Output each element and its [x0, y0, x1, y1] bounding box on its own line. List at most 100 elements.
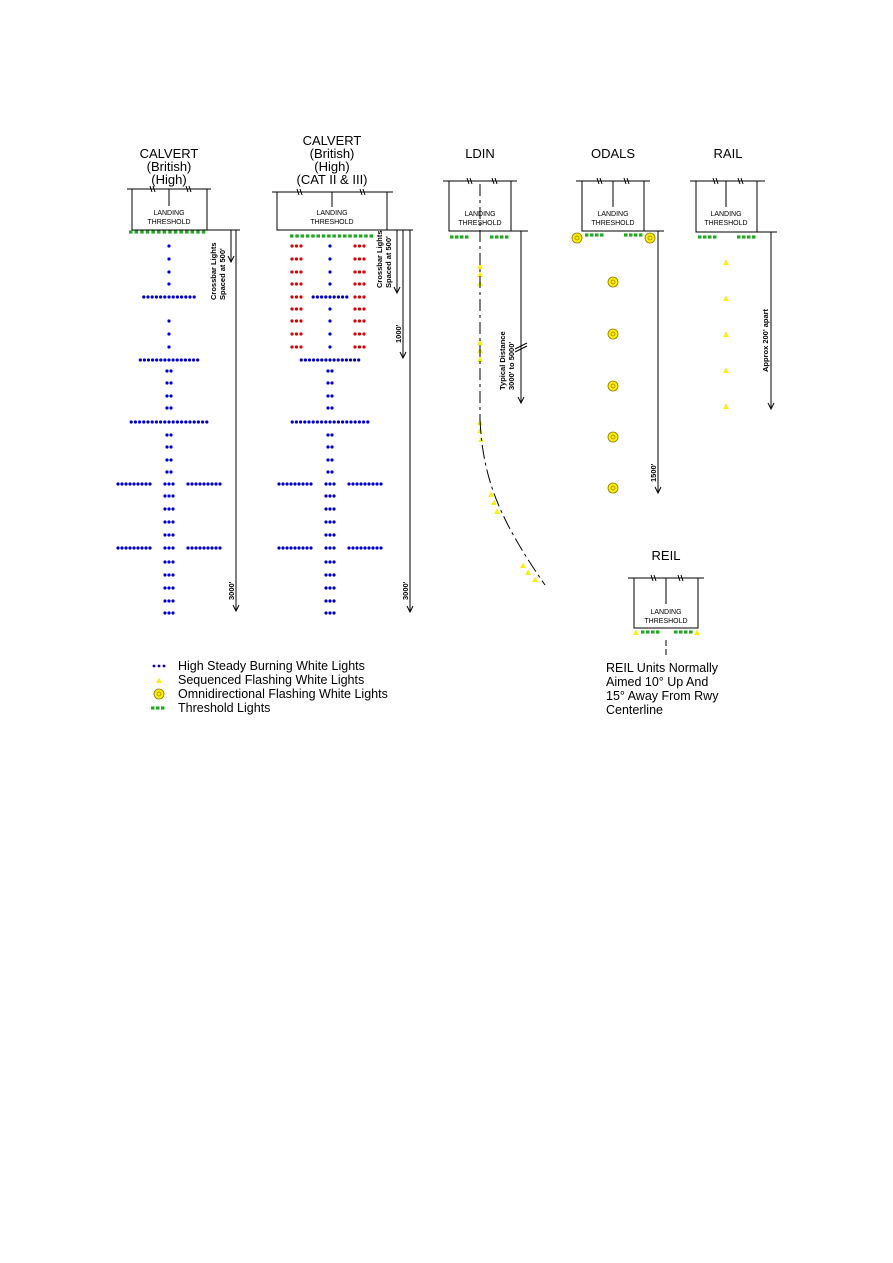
calvert2-runway-box [272, 188, 393, 231]
steady-light [316, 358, 320, 362]
steady-light [341, 295, 345, 299]
steady-light [324, 611, 328, 615]
steady-light [154, 295, 158, 299]
steady-light [303, 420, 307, 424]
steady-light [357, 358, 361, 362]
steady-light [366, 420, 370, 424]
threshold-light [490, 235, 494, 239]
reil-note-2: Aimed 10° Up And [606, 675, 708, 689]
threshold-light [311, 234, 315, 238]
omni-flashing-light [607, 482, 619, 494]
steady-light [171, 546, 175, 550]
red-side-light [294, 307, 299, 311]
calvert-crossbar-note-2: Spaced at 500' [218, 248, 227, 300]
omni-flashing-light [571, 232, 583, 244]
steady-light [116, 546, 120, 550]
steady-light [307, 420, 311, 424]
steady-light [165, 470, 169, 474]
steady-light [301, 482, 305, 486]
threshold-light [290, 234, 294, 238]
steady-light [332, 573, 336, 577]
legend-label-sequenced: Sequenced Flashing White Lights [178, 673, 364, 687]
red-side-light [362, 244, 366, 248]
odals-box-label-1: LANDING [597, 211, 628, 218]
red-side-light [353, 345, 357, 349]
steady-light [328, 295, 332, 299]
steady-light [167, 358, 171, 362]
threshold-light [624, 233, 628, 237]
threshold-light [641, 630, 645, 634]
steady-light [167, 507, 171, 511]
steady-light [328, 599, 332, 603]
steady-light [159, 295, 163, 299]
steady-light [218, 482, 222, 486]
steady-light [175, 358, 179, 362]
red-side-light [294, 345, 299, 349]
steady-light [371, 482, 375, 486]
steady-light [305, 482, 309, 486]
red-side-light [299, 282, 303, 286]
reil-flashing-light [633, 629, 639, 635]
sequenced-flashing-light [477, 356, 483, 362]
steady-light [183, 358, 187, 362]
steady-light [324, 358, 328, 362]
steady-light [165, 445, 169, 449]
steady-light [187, 358, 192, 362]
calvert2-title-1: CALVERT [303, 133, 362, 148]
steady-light [169, 369, 173, 373]
threshold-light [305, 234, 310, 238]
steady-light [332, 420, 336, 424]
steady-light [167, 586, 171, 590]
red-side-light [362, 332, 366, 336]
sequenced-flashing-light [723, 295, 729, 301]
red-side-light [294, 282, 299, 286]
rail-box-label-2: THRESHOLD [704, 220, 747, 227]
steady-light [311, 295, 315, 299]
threshold-light [173, 230, 178, 234]
calvert-box-label-1: LANDING [153, 210, 184, 217]
steady-light [214, 482, 218, 486]
reil-title: REIL [652, 548, 681, 563]
steady-light [320, 420, 324, 424]
steady-light [132, 546, 136, 550]
steady-light [206, 482, 210, 486]
calvert-runway-box [127, 185, 211, 231]
steady-light [171, 507, 175, 511]
red-side-light [362, 345, 366, 349]
steady-light [180, 420, 184, 424]
legend-label-threshold: Threshold Lights [178, 701, 270, 715]
steady-light [341, 420, 345, 424]
red-side-light [353, 319, 357, 323]
steady-light [128, 546, 132, 550]
threshold-light [629, 233, 633, 237]
threshold-light [708, 235, 712, 239]
omni-flashing-light-inner [610, 434, 616, 440]
calvert-title-3: (High) [151, 172, 186, 187]
calvert2-box-label-1: LANDING [316, 210, 347, 217]
steady-light [159, 420, 163, 424]
red-side-light [290, 307, 294, 311]
red-side-light [290, 244, 294, 248]
red-side-light [362, 257, 366, 261]
steady-light [210, 546, 214, 550]
threshold-light [600, 233, 604, 237]
threshold-light [465, 235, 469, 239]
steady-light [146, 420, 150, 424]
threshold-light [327, 234, 331, 238]
threshold-light [129, 230, 133, 234]
threshold-light [157, 230, 161, 234]
steady-light [142, 295, 146, 299]
steady-light [146, 295, 150, 299]
steady-light [165, 458, 169, 462]
threshold-light [162, 230, 167, 234]
steady-light [289, 546, 293, 550]
red-side-light [299, 270, 303, 274]
omni-flashing-light [607, 276, 619, 288]
red-side-light [362, 282, 366, 286]
calvert-box-label-2: THRESHOLD [147, 219, 190, 226]
steady-light [120, 482, 124, 486]
sequenced-flashing-light [477, 339, 483, 345]
steady-light [359, 482, 363, 486]
steady-light [307, 358, 312, 362]
steady-light [194, 546, 198, 550]
